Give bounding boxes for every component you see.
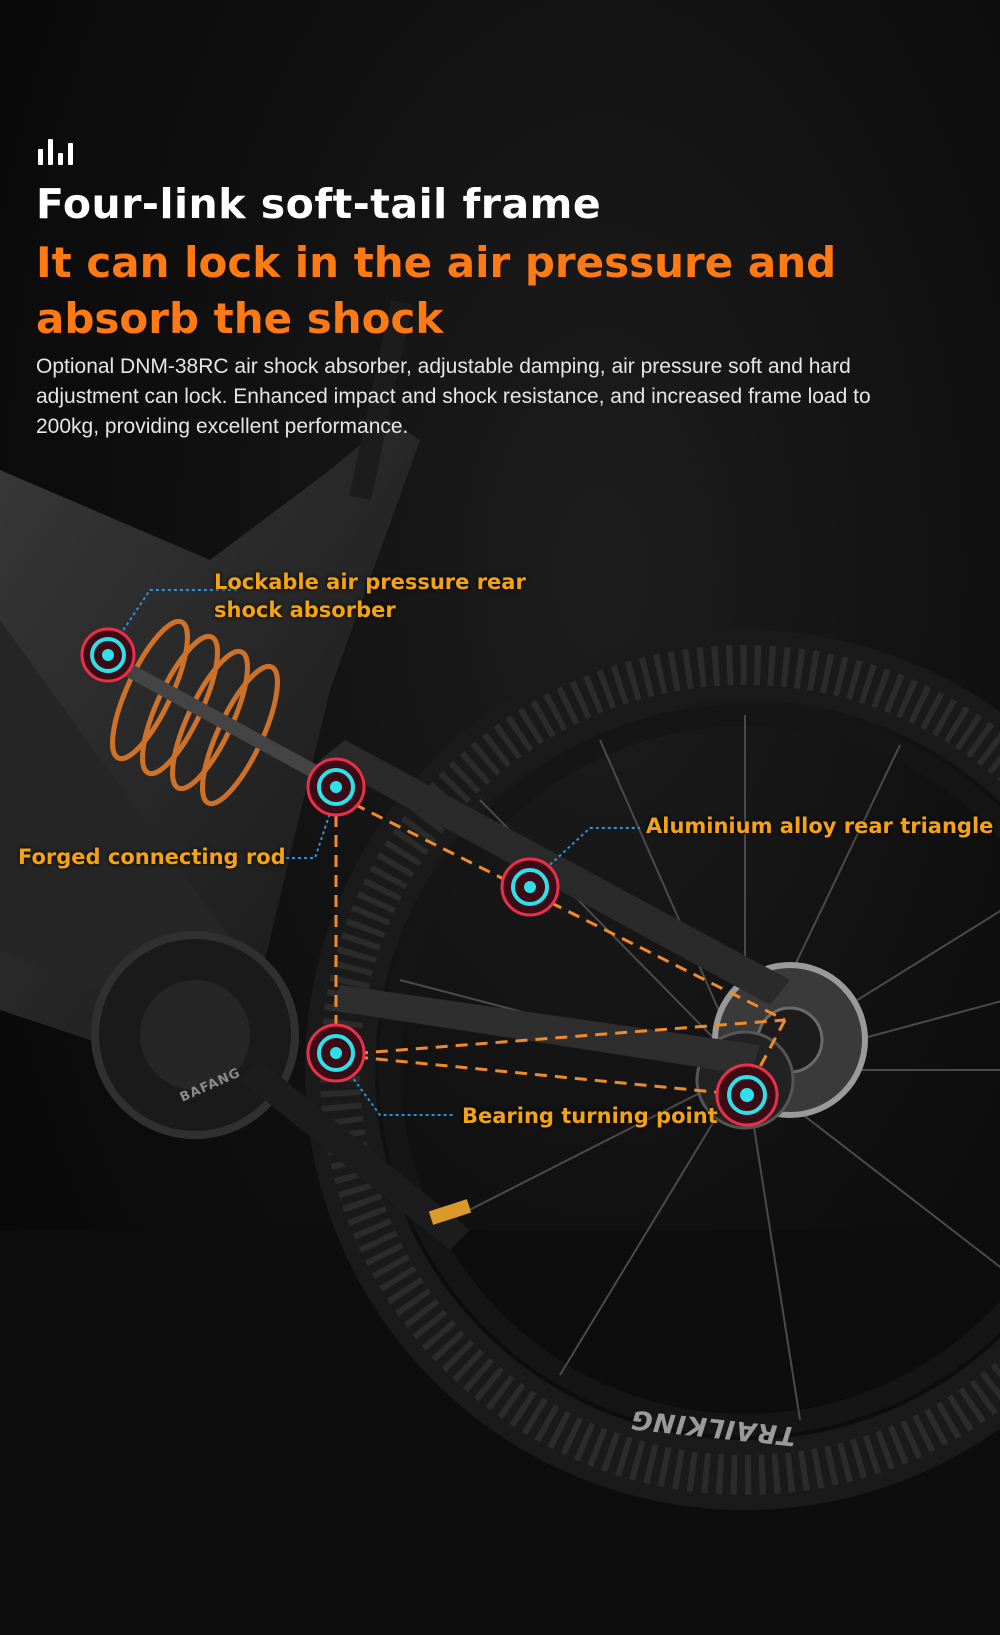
callout-shock-label: Lockable air pressure rear shock absorbe… [214,570,526,622]
pivot-node-triangle [500,857,560,917]
pivot-node-shock [80,627,136,683]
callout-rod-label: Forged connecting rod [18,845,286,869]
pivot-node-bearing [306,1023,366,1083]
link-lines [334,793,787,1097]
signal-bars-icon [38,133,82,165]
pivot-node-rod [306,757,366,817]
page-subtitle: It can lock in the air pressure and abso… [36,238,837,343]
feature-description: Optional DNM-38RC air shock absorber, ad… [36,355,871,438]
page-title: Four-link soft-tail frame [36,180,602,228]
frame [0,299,790,1250]
callout-triangle-label: Aluminium alloy rear triangle [646,814,994,838]
pivot-node-axle [715,1063,779,1127]
callout-bearing-label: Bearing turning point [462,1104,718,1128]
